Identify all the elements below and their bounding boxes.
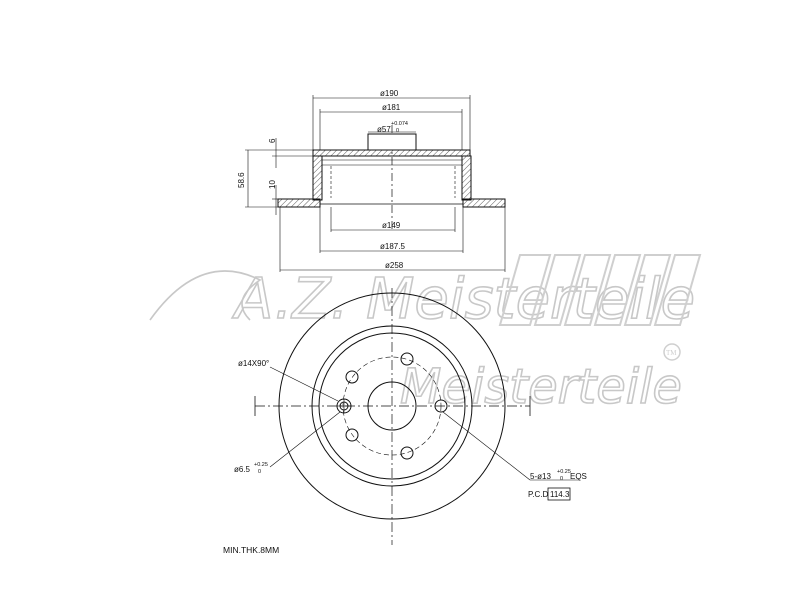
pin-hole bbox=[336, 398, 352, 414]
front-view bbox=[254, 288, 580, 545]
hat-top-section bbox=[312, 149, 471, 157]
dim-57-tol-upper: +0.074 bbox=[391, 121, 408, 127]
watermark-tm-circle bbox=[663, 343, 681, 361]
dim-190: ø190 bbox=[380, 89, 399, 98]
watermark-tm: TM bbox=[666, 349, 677, 357]
watermark-meisterteile: Meisterteile bbox=[400, 359, 682, 415]
pcd-label: P.C.D bbox=[528, 490, 549, 499]
pin-hole-label: ø6.5 bbox=[234, 465, 251, 474]
pin-tol-upper: +0.25 bbox=[254, 462, 268, 468]
leader-bolt bbox=[442, 411, 531, 481]
pcd-value: 114.3 bbox=[550, 490, 570, 499]
dim-10: 10 bbox=[268, 180, 277, 189]
bolt-tol-upper: +0.25 bbox=[557, 469, 571, 475]
dim-187: ø187.5 bbox=[380, 242, 405, 251]
pcd-box bbox=[547, 487, 571, 501]
hat-wall-left bbox=[312, 155, 323, 201]
bolt-hole bbox=[345, 370, 359, 384]
hat-wall-right bbox=[461, 155, 472, 201]
hat-outer-edge bbox=[318, 332, 466, 480]
watermark-swoosh bbox=[149, 270, 262, 321]
dim-181: ø181 bbox=[382, 103, 401, 112]
dim-258: ø258 bbox=[385, 261, 404, 270]
side-view bbox=[245, 95, 506, 272]
bore-boss bbox=[367, 133, 417, 151]
dim-6: 6 bbox=[268, 138, 277, 143]
friction-ring-right bbox=[462, 198, 506, 208]
bolt-hole bbox=[434, 399, 448, 413]
watermark-logo-text: A.Z. Meisterteile bbox=[232, 267, 695, 332]
bolt-hole bbox=[400, 352, 414, 366]
leader-pin bbox=[269, 411, 341, 468]
dim-149: ø149 bbox=[382, 221, 401, 230]
bolt-hole bbox=[345, 428, 359, 442]
bolt-holes bbox=[345, 352, 448, 460]
dim-58-6: 58.6 bbox=[237, 172, 246, 188]
pin-tol-lower: 0 bbox=[258, 469, 261, 475]
chamfer-label: ø14X90° bbox=[238, 359, 269, 368]
disc-outer-edge bbox=[278, 292, 506, 520]
watermark: A.Z. Meisterteile Meisterteile TM bbox=[149, 254, 702, 416]
min-thickness-note: MIN.THK.8MM bbox=[223, 545, 279, 555]
bolt-eqs-label: EQS bbox=[570, 472, 587, 481]
center-bore bbox=[367, 381, 417, 431]
friction-inner-edge bbox=[311, 325, 473, 487]
watermark-stripes-logo bbox=[498, 254, 702, 326]
friction-ring-left bbox=[277, 198, 321, 208]
dim-57: ø57 bbox=[377, 125, 391, 134]
leader-chamfer bbox=[269, 366, 339, 402]
bolt-hole bbox=[400, 446, 414, 460]
bolt-tol-lower: 0 bbox=[560, 476, 563, 482]
bolt-holes-label: 5-ø13 bbox=[530, 472, 551, 481]
dim-57-tol-lower: 0 bbox=[396, 128, 399, 134]
